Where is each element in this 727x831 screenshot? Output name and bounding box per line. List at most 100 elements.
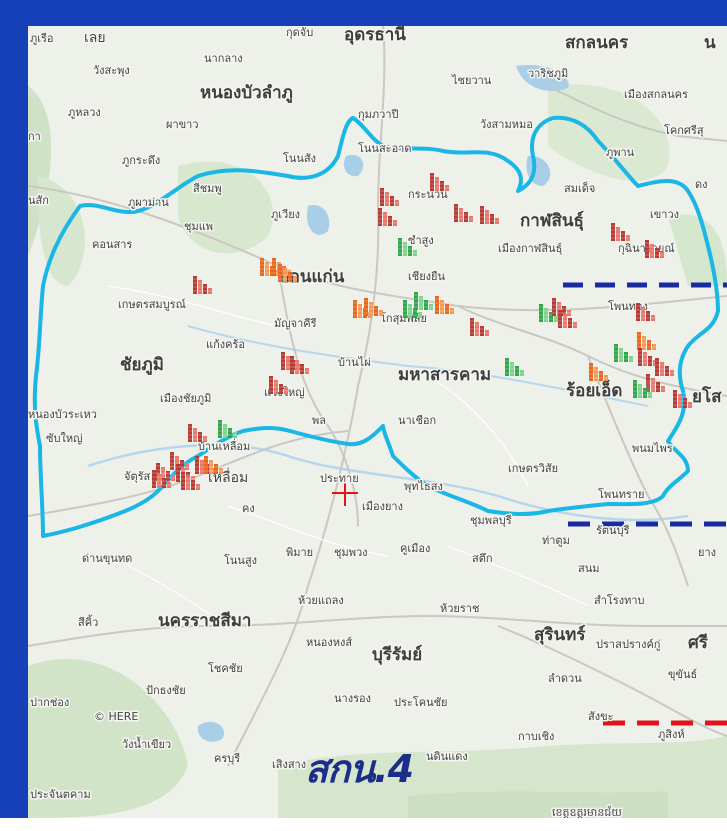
station-markers[interactable]	[152, 173, 692, 490]
label-si-chomphu: สีชมพู	[193, 182, 222, 195]
label-phon: พล	[312, 414, 326, 427]
label-prachantakham: ประจันตคาม	[30, 788, 91, 801]
station-marker-m06[interactable]	[398, 238, 417, 256]
station-marker-m28[interactable]	[505, 358, 524, 376]
station-marker-m10[interactable]	[645, 240, 664, 258]
station-marker-m42[interactable]	[181, 472, 200, 490]
station-marker-m33[interactable]	[673, 390, 692, 408]
station-marker-m20[interactable]	[552, 298, 571, 316]
label-kap-choeng: กาบเชิง	[518, 730, 554, 743]
label-chatturat: จัตุรัส	[124, 470, 150, 483]
station-marker-m14[interactable]	[364, 298, 383, 316]
label-mueang-chaiyaphum: เมืองชัยภูมิ	[160, 392, 211, 405]
station-marker-m21[interactable]	[558, 310, 577, 328]
label-pha-khao: ผาขาว	[166, 118, 199, 131]
label-wang-saphung: วังสะพุง	[93, 64, 130, 77]
place-labels: ภูเรือ เลย กุดจับ อุดรธานี สกลนคร น วังส…	[28, 26, 724, 818]
station-marker-m38[interactable]	[170, 452, 189, 470]
label-buriram: บุรีรัมย์	[372, 644, 422, 665]
station-marker-m31[interactable]	[655, 358, 674, 376]
label-kalasin: กาฬสินธุ์	[520, 210, 584, 231]
station-marker-m01[interactable]	[380, 188, 399, 206]
map-canvas[interactable]: ภูเรือ เลย กุดจับ อุดรธานี สกลนคร น วังส…	[28, 26, 727, 818]
label-prathai: ประทาย	[320, 472, 359, 485]
label-loei: เลย	[84, 30, 106, 46]
label-chum-phae: ชุมแพ	[184, 220, 213, 233]
label-cambodia: ខេត្តឧត្តរមានជ័យ	[552, 805, 622, 818]
target-cross-icon[interactable]	[332, 480, 358, 506]
label-khong: คง	[242, 502, 255, 515]
station-marker-m43[interactable]	[152, 470, 171, 488]
label-dong: ดง	[695, 178, 708, 191]
station-marker-m07[interactable]	[611, 223, 630, 241]
label-satuek: สตึก	[472, 552, 493, 565]
label-phu-sing: ภูสิงห์	[658, 728, 685, 741]
label-dan-khun-thot: ด่านขุนทด	[82, 552, 132, 565]
label-ban-mueang: บ้านเหลื่อม	[198, 438, 250, 453]
label-mueang-sakon-nakhon: เมืองสกลนคร	[624, 88, 688, 101]
station-marker-m03[interactable]	[430, 173, 449, 191]
label-khok-si: โคกศรีสุ	[664, 123, 704, 137]
label-ka: กา	[28, 130, 41, 143]
station-marker-m24[interactable]	[638, 348, 657, 366]
label-pak-chong: ปากช่อง	[30, 696, 69, 709]
label-khaen-dong: แก้งคร้อ	[206, 338, 245, 351]
station-marker-m02[interactable]	[378, 208, 397, 226]
label-lamduan: ลำดวน	[548, 672, 582, 685]
station-marker-m12[interactable]	[403, 300, 422, 318]
reservoir-lam-takhong	[197, 721, 224, 742]
label-kut-chap: กุดจับ	[286, 26, 313, 39]
label-nang-rong: นางรอง	[334, 692, 371, 705]
label-chai-wan: ไชยวาน	[451, 74, 492, 87]
label-sanom: สนม	[578, 562, 599, 575]
label-phu-ruea: ภูเรือ	[30, 32, 54, 45]
station-marker-m32[interactable]	[646, 374, 665, 392]
station-marker-m05[interactable]	[480, 206, 499, 224]
label-yang: ยาง	[698, 546, 716, 559]
station-marker-m29[interactable]	[614, 344, 633, 362]
label-non-sung: โนนสูง	[224, 553, 257, 567]
label-si: ศรี	[688, 632, 709, 653]
label-huai-thalaeng: ห้วยแถลง	[298, 594, 344, 607]
terrain-phu-wiang	[178, 161, 274, 254]
station-marker-m34[interactable]	[633, 380, 652, 398]
station-marker-m04[interactable]	[454, 204, 473, 222]
station-marker-m26[interactable]	[290, 356, 309, 374]
label-na-chueak: นาเชือก	[398, 414, 436, 427]
station-marker-m36[interactable]	[188, 424, 207, 442]
label-pak-thong-chai: ปักธงชัย	[146, 684, 186, 697]
map-watermark: © HERE	[94, 710, 138, 723]
station-marker-m41[interactable]	[204, 456, 223, 474]
label-wang-nam-khiao: วังน้ำเขียว	[122, 736, 171, 751]
label-non-sa-at: โนนสะอาด	[358, 141, 412, 155]
label-mancha-khiri: มัญจาคีรี	[274, 317, 317, 330]
label-phu-pha-man: ภูผาม่าน	[128, 196, 169, 209]
label-prakhon-chai: ประโคนชัย	[394, 695, 448, 709]
label-chiang-yuen: เชียงยืน	[408, 270, 445, 283]
label-somdet: สมเด็จ	[564, 181, 595, 195]
terrain-border	[408, 791, 668, 818]
station-marker-m11[interactable]	[278, 264, 297, 282]
station-marker-m23[interactable]	[637, 332, 656, 350]
station-marker-m17[interactable]	[435, 296, 454, 314]
station-marker-m15[interactable]	[193, 276, 212, 294]
label-sakon-nakhon: สกลนคร	[565, 33, 629, 53]
label-wang-sam-mo: วังสามหมอ	[480, 118, 533, 131]
label-na-klang: นากลาง	[204, 52, 243, 65]
station-marker-m16[interactable]	[414, 292, 433, 310]
station-marker-m30[interactable]	[589, 363, 608, 381]
map-svg[interactable]: ภูเรือ เลย กุดจับ อุดรธานี สกลนคร น วังส…	[28, 26, 727, 818]
label-phutthaisong: พุทไธสง	[404, 480, 443, 493]
label-non-din-daeng: นดินแดง	[426, 750, 468, 763]
label-surin: สุรินทร์	[534, 624, 586, 645]
station-marker-m27[interactable]	[269, 376, 288, 394]
station-marker-m35[interactable]	[218, 420, 237, 438]
label-chok-chai: โชคชัย	[208, 661, 243, 675]
label-soeng-sang: เสิงสาง	[272, 758, 306, 771]
label-nong-hong: หนองหงส์	[306, 636, 352, 649]
road-network	[28, 26, 727, 767]
label-phu-wiang: ภูเวียง	[271, 208, 300, 221]
label-kaset-sombun: เกษตรสมบูรณ์	[118, 298, 186, 311]
station-marker-m18[interactable]	[470, 318, 489, 336]
station-marker-m22[interactable]	[636, 303, 655, 321]
